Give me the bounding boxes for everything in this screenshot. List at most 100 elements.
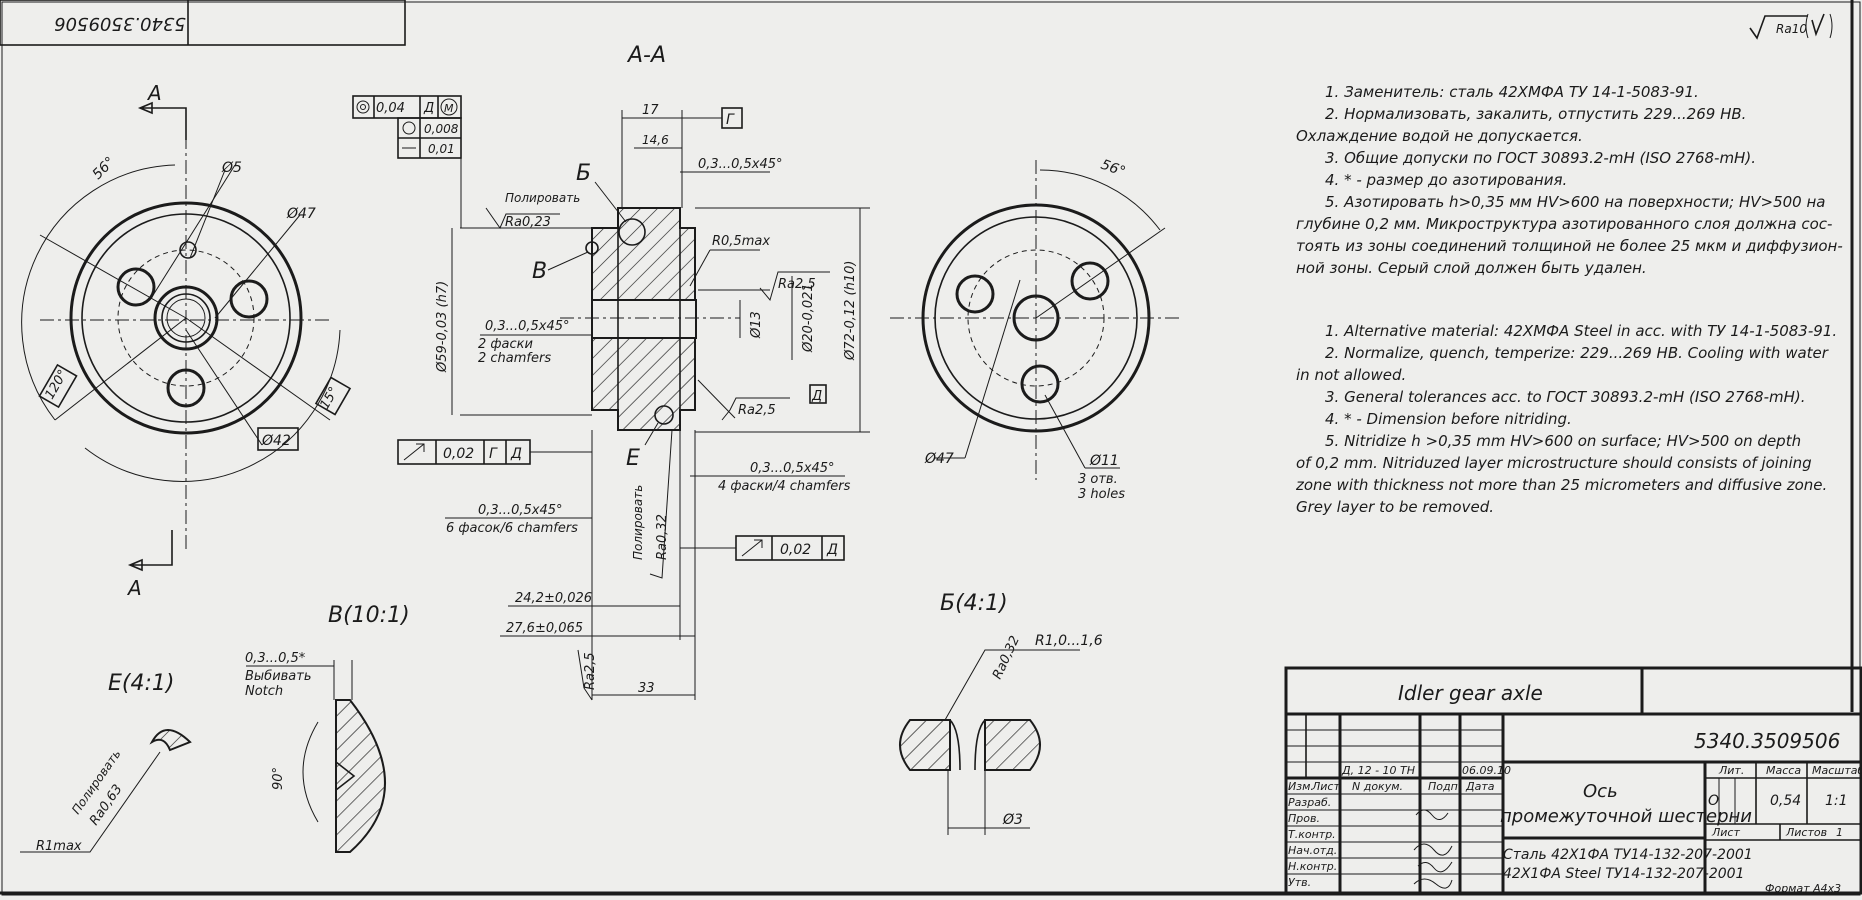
scale-value: 1:1: [1825, 793, 1848, 809]
angle-90: 90°: [271, 767, 286, 790]
dim-d72: Ø72-0,12 (h10): [843, 261, 858, 361]
detail-e: E(4:1) R1max Полировать Ra0,63: [20, 671, 192, 854]
roughness-general-text: Ra10: [1776, 22, 1807, 36]
note-ru-2b: Охлаждение водой не допускается.: [1296, 127, 1583, 145]
detail-e-title: E(4:1): [108, 671, 174, 696]
right-view: 56° Ø47 Ø11 3 отв. 3 holes: [890, 157, 1180, 502]
note-en-5: 5. Nitridize h >0,35 mm HV>600 on surfac…: [1325, 432, 1801, 450]
detail-b-title: Б(4:1): [940, 591, 1008, 616]
hdr-mass: Масса: [1766, 764, 1801, 777]
note-ru-5: 5. Азотировать h>0,35 мм HV>600 на повер…: [1325, 193, 1825, 211]
holes-ru: 3 отв.: [1078, 472, 1118, 487]
leader-b: Б: [576, 161, 591, 186]
title-name-ru-1: Ось: [1583, 781, 1618, 802]
role-nachotd: Нач.отд.: [1288, 844, 1337, 857]
detail-v: В(10:1) 90° 0,3...0,5* Выбивать Notch: [245, 603, 410, 853]
role-utv: Утв.: [1288, 876, 1311, 889]
section-mark-bottom: A: [126, 576, 142, 600]
title-name-ru-2: промежуточной шестерни: [1500, 806, 1752, 827]
note-ru-5c: тоять из зоны соединений толщиной не бол…: [1296, 237, 1843, 255]
leader-e: E: [626, 446, 640, 471]
role-nkontr: Н.контр.: [1288, 860, 1337, 873]
row-data: Дата: [1465, 780, 1495, 793]
dim-17: 17: [642, 103, 659, 118]
note-en-2b: in not allowed.: [1296, 366, 1406, 384]
datum-d: Д: [811, 389, 822, 404]
gdt-round-tol: 0,008: [424, 122, 459, 136]
leader-v: В: [532, 259, 547, 284]
angle-56-right: 56°: [1099, 157, 1128, 181]
dim-d11: Ø11: [1089, 453, 1119, 469]
chamfer-6-text: 6 фасок/6 chamfers: [446, 521, 578, 536]
dim-33: 33: [638, 681, 655, 696]
note-en-4: 4. * - Dimension before nitriding.: [1325, 410, 1572, 428]
r-1-max: R1max: [36, 839, 82, 854]
gdt-runout1-ref1: Г: [489, 446, 498, 462]
dim-d13: Ø13: [749, 311, 764, 339]
ra-0-32: Ra0,32: [655, 514, 670, 560]
row-ndokum: N докум.: [1352, 780, 1403, 793]
angle-56-left: 56°: [90, 154, 119, 183]
dim-27-6: 27,6±0,065: [506, 621, 583, 636]
note-en-5c: zone with thickness not more than 25 mic…: [1295, 476, 1827, 494]
notch-ru: Выбивать: [245, 669, 312, 684]
note-ru-1: 1. Заменитель: сталь 42ХМФА ТУ 14-1-5083…: [1325, 83, 1699, 101]
ra-2-5-a: Ra2,5: [778, 277, 816, 292]
note-ru-5b: глубине 0,2 мм. Микроструктура азотирова…: [1296, 215, 1832, 233]
note-en-5b: of 0,2 mm. Nitriduzed layer microstructu…: [1296, 454, 1812, 472]
dim-d5: Ø5: [221, 160, 242, 176]
section-view: A-A 17 14,6 Г 0,3...0,5x45° Полировать R…: [352, 43, 870, 701]
chamfer-4-text: 4 фаски/4 chamfers: [718, 479, 851, 494]
detail-b: Б(4:1) Ø3 R1,0...1,6 Ra0,32: [899, 591, 1103, 835]
gdt-position-frame: 0,04 Д M 0,008 0,01: [352, 95, 462, 228]
datum-g: Г: [726, 112, 735, 128]
note-en-5d: Grey layer to be removed.: [1296, 498, 1494, 516]
gdt-pos-ref: Д: [423, 101, 434, 116]
ra-0-23: Ra0,23: [505, 215, 551, 230]
dim-d3: Ø3: [1002, 812, 1023, 828]
gdt-runout1-tol: 0,02: [443, 446, 474, 462]
notes-ru: 1. Заменитель: сталь 42ХМФА ТУ 14-1-5083…: [1296, 83, 1843, 277]
title-material-en: 42Х1ФА Steel ТУ14-132-207-2001: [1503, 866, 1744, 882]
gdt-runout-frame-2: 0,02 Д: [680, 535, 845, 561]
note-ru-2: 2. Нормализовать, закалить, отпустить 22…: [1325, 105, 1746, 123]
rev-note: Д, 12 - 10 ТН: [1341, 764, 1415, 777]
dim-d47-right: Ø47: [924, 451, 954, 467]
left-view: Ø5 Ø47 Ø42 56° 120° 15° A A: [21, 81, 352, 600]
ra-0-32-b: Ra0,32: [990, 634, 1023, 682]
hdr-scale: Масштаб: [1812, 764, 1862, 777]
row-izm: Изм.: [1288, 780, 1314, 793]
gdt-runout-frame-1: 0,02 Г Д: [397, 439, 592, 465]
dim-14-6: 14,6: [642, 133, 669, 147]
gdt-pos-mod: M: [444, 102, 454, 115]
chamfer-4: 0,3...0,5x45°: [750, 461, 834, 476]
dim-d47-left: Ø47: [286, 206, 316, 222]
note-en-3: 3. General tolerances acc. to ГОСТ 30893…: [1325, 388, 1806, 406]
gdt-runout1-ref2: Д: [510, 446, 522, 462]
hdr-lit: Лит.: [1718, 764, 1744, 777]
notch-en: Notch: [245, 684, 283, 699]
detail-v-title: В(10:1): [328, 603, 410, 628]
note-ru-5d: ной зоны. Серый слой должен быть удален.: [1296, 259, 1647, 277]
role-razrab: Разраб.: [1288, 796, 1331, 809]
general-roughness: Ra10: [1749, 13, 1833, 40]
notch-dim: 0,3...0,5*: [245, 651, 306, 666]
ra-2-5-c: Ra2,5: [583, 652, 598, 690]
ra-2-5-b: Ra2,5: [738, 403, 776, 418]
r-1-0-1-6: R1,0...1,6: [1035, 633, 1103, 649]
chamfer-2: 0,3...0,5x45°: [485, 319, 569, 334]
note-en-2: 2. Normalize, quench, temperize: 229...2…: [1325, 344, 1829, 362]
title-block: Idler gear axle 5340.3509506 Ось промежу…: [1284, 666, 1862, 895]
note-en-1: 1. Alternative material: 42ХМФА Steel in…: [1325, 322, 1837, 340]
r-0-5-max: R0,5max: [712, 234, 770, 249]
polish-label-top: Полировать: [505, 191, 580, 205]
corner-stamp-text: 5340.3509506: [54, 13, 186, 34]
chamfer-6: 0,3...0,5x45°: [478, 503, 562, 518]
sheets-value: 1: [1836, 826, 1843, 839]
notes-en: 1. Alternative material: 42ХМФА Steel in…: [1295, 322, 1837, 516]
note-ru-4: 4. * - размер до азотирования.: [1325, 171, 1567, 189]
dim-d20: Ø20-0,021: [801, 283, 816, 353]
rev-date: 06.09.10: [1462, 764, 1511, 777]
